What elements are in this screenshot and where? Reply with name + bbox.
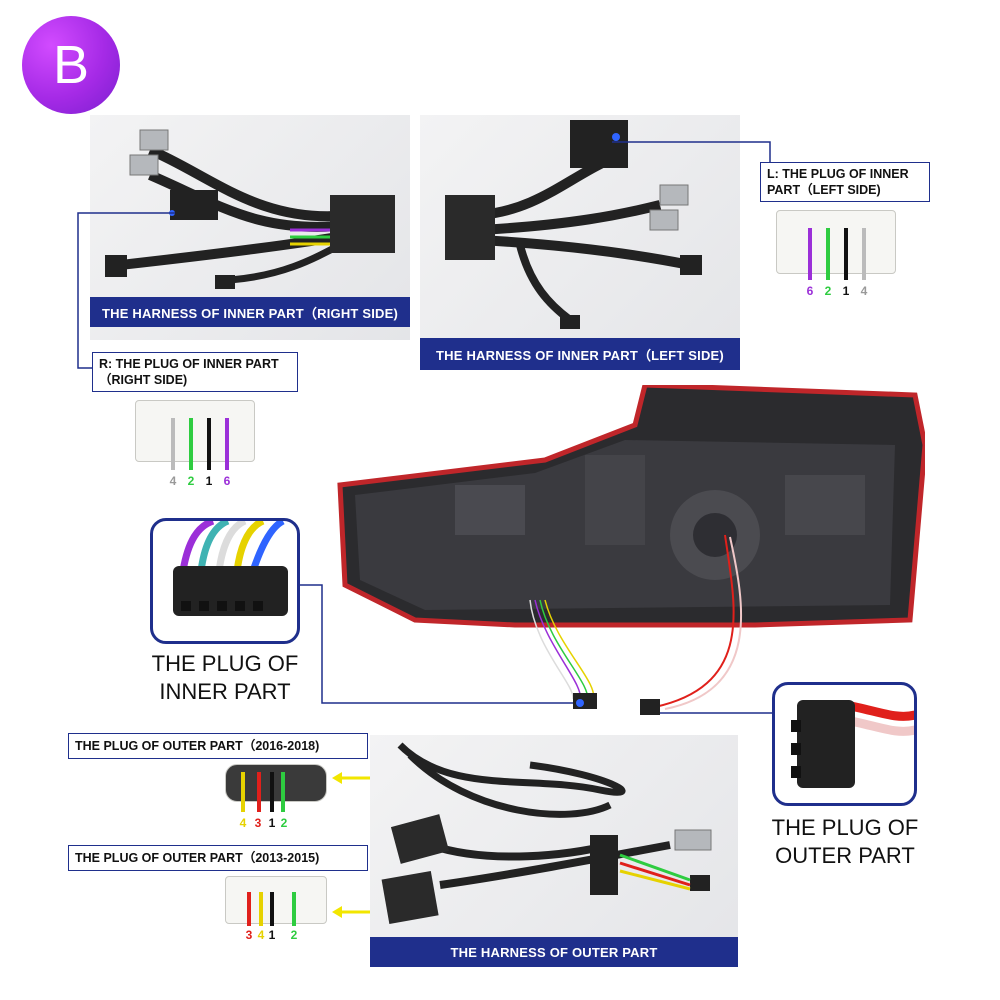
pin-number: 2 bbox=[290, 928, 298, 942]
pin-wire bbox=[292, 892, 296, 926]
tail-light-illustration bbox=[337, 385, 925, 715]
pin-number: 6 bbox=[223, 474, 231, 488]
pin-wire bbox=[171, 418, 175, 470]
badge-letter: B bbox=[52, 35, 90, 95]
right-plug-pins: 4 2 1 6 bbox=[166, 418, 236, 494]
left-plug-pins: 6 2 1 4 bbox=[803, 228, 873, 304]
inner-plug-illustration bbox=[173, 521, 288, 616]
outer-plug-2013-connector bbox=[225, 876, 327, 924]
pin-number: 2 bbox=[824, 284, 832, 298]
pin-number: 1 bbox=[268, 928, 276, 942]
variant-badge: B bbox=[22, 16, 120, 114]
outer-plug-illustration bbox=[791, 700, 914, 788]
pin-number: 1 bbox=[268, 816, 276, 830]
pin-wire bbox=[225, 418, 229, 470]
pin-number: 3 bbox=[254, 816, 262, 830]
inner-right-caption: THE HARNESS OF INNER PART（RIGHT SIDE) bbox=[90, 297, 410, 327]
outer-plug-title: THE PLUG OF OUTER PART bbox=[750, 814, 940, 870]
pin-wire bbox=[862, 228, 866, 280]
pin-number: 4 bbox=[239, 816, 247, 830]
pin-wire bbox=[281, 772, 285, 812]
pin-wire bbox=[808, 228, 812, 280]
pin-number: 4 bbox=[257, 928, 265, 942]
pin-number: 1 bbox=[205, 474, 213, 488]
pin-wire bbox=[189, 418, 193, 470]
pin-wire bbox=[270, 892, 274, 926]
outer-plug-2013-pins: 3 4 1 2 bbox=[242, 892, 312, 948]
pin-number: 6 bbox=[806, 284, 814, 298]
pin-wire bbox=[241, 772, 245, 812]
inner-left-harness-photo bbox=[420, 115, 740, 370]
pin-number: 3 bbox=[245, 928, 253, 942]
pin-number: 4 bbox=[860, 284, 868, 298]
pin-wire bbox=[270, 772, 274, 812]
inner-left-caption: THE HARNESS OF INNER PART（LEFT SIDE) bbox=[420, 338, 740, 370]
pin-number: 2 bbox=[187, 474, 195, 488]
outer-caption: THE HARNESS OF OUTER PART bbox=[370, 937, 738, 967]
outer-plug-2016-pins: 4 3 1 2 bbox=[236, 772, 306, 836]
inner-plug-title-line2: INNER PART bbox=[159, 679, 291, 704]
inner-plug-title-line1: THE PLUG OF bbox=[151, 651, 299, 676]
outer-plug-2013-label: THE PLUG OF OUTER PART（2013-2015) bbox=[68, 845, 368, 871]
pin-wire bbox=[844, 228, 848, 280]
right-plug-label: R: THE PLUG OF INNER PART（RIGHT SIDE) bbox=[92, 352, 298, 392]
left-plug-connector bbox=[776, 210, 896, 274]
outer-harness-photo bbox=[370, 735, 738, 967]
pin-number: 2 bbox=[280, 816, 288, 830]
pin-wire bbox=[259, 892, 263, 926]
pin-wire bbox=[247, 892, 251, 926]
outer-plug-2016-label: THE PLUG OF OUTER PART（2016-2018) bbox=[68, 733, 368, 759]
pin-number: 4 bbox=[169, 474, 177, 488]
pin-wire bbox=[826, 228, 830, 280]
inner-plug-title: THE PLUG OF INNER PART bbox=[130, 650, 320, 706]
right-plug-connector bbox=[135, 400, 255, 462]
left-plug-label: L: THE PLUG OF INNER PART（LEFT SIDE) bbox=[760, 162, 930, 202]
outer-plug-title-line2: OUTER PART bbox=[775, 843, 915, 868]
pin-wire bbox=[257, 772, 261, 812]
harness-illustration bbox=[381, 742, 712, 924]
outer-plug-title-line1: THE PLUG OF bbox=[771, 815, 919, 840]
inner-plug-closeup bbox=[150, 518, 300, 644]
harness-illustration bbox=[105, 129, 395, 289]
outer-plug-closeup bbox=[772, 682, 917, 806]
harness-illustration bbox=[445, 120, 702, 329]
pin-wire bbox=[207, 418, 211, 470]
pin-number: 1 bbox=[842, 284, 850, 298]
